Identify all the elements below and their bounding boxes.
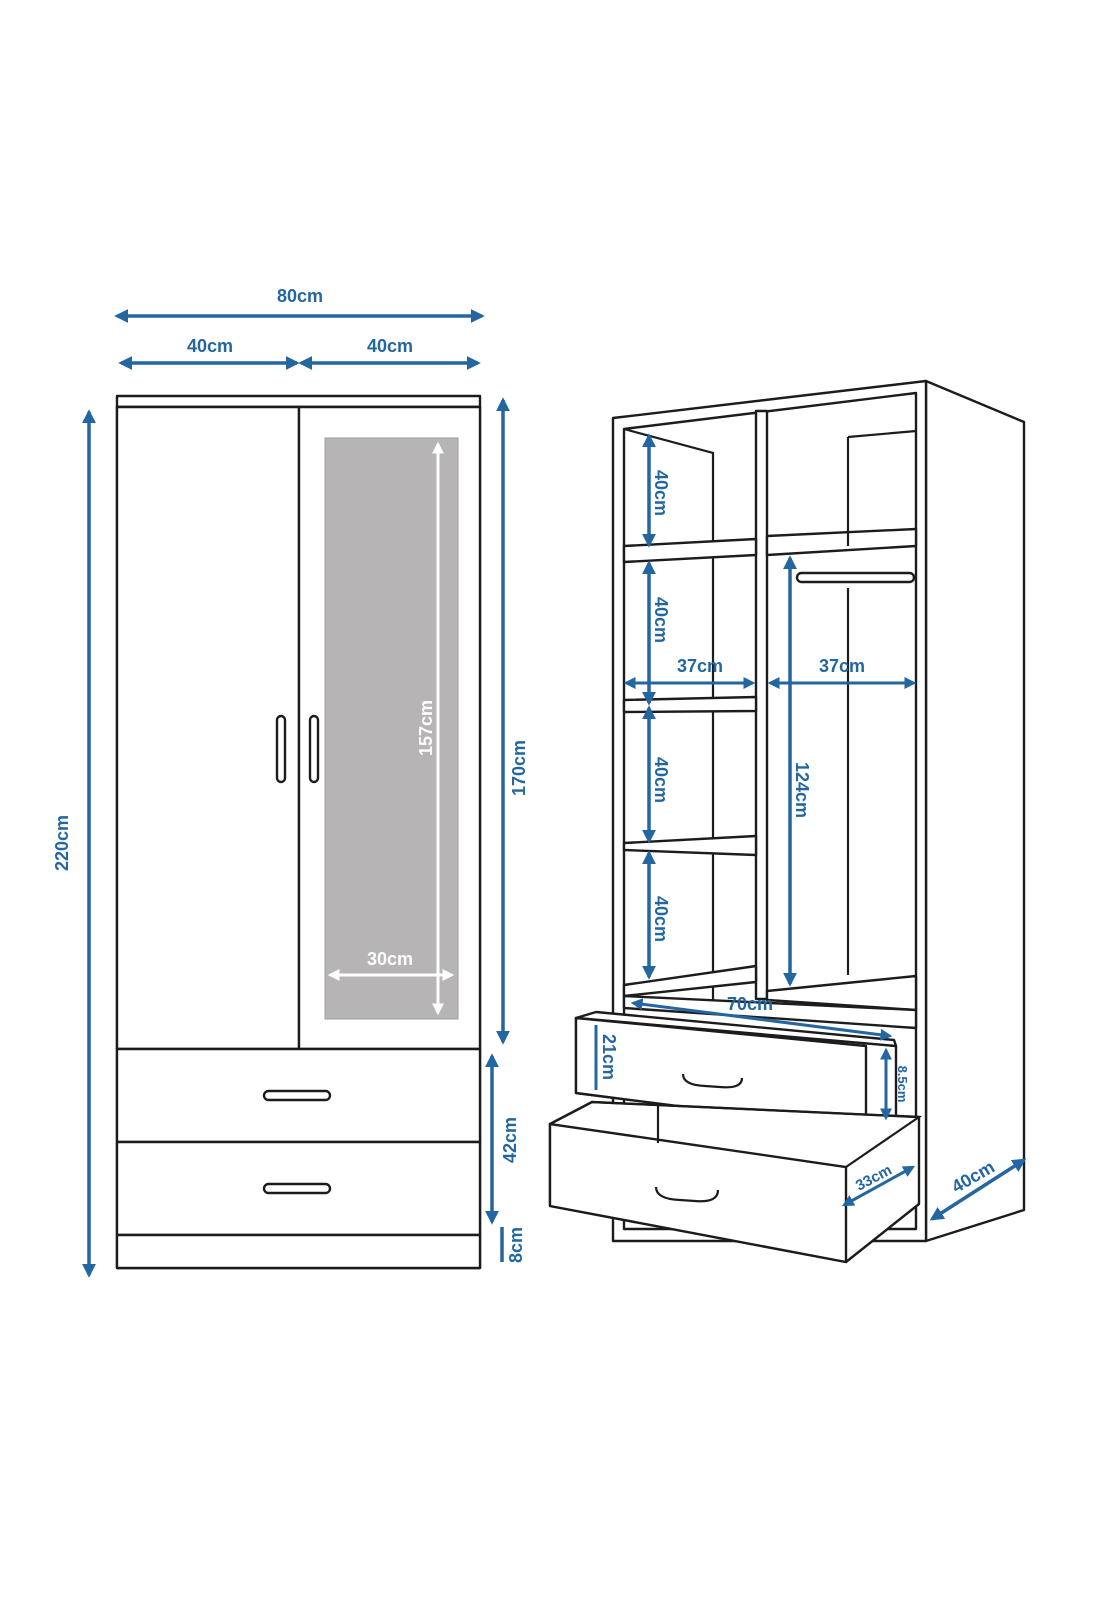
interior-view: 40cm 40cm 40cm 40cm 37cm 37cm 124cm 70cm…	[548, 379, 1027, 1264]
left-door-width-label: 40cm	[187, 336, 233, 356]
top-drawer-handle	[681, 1073, 744, 1089]
right-door-handle	[308, 714, 320, 784]
hanging-height-label: 124cm	[792, 762, 812, 818]
shelf-right-top	[765, 527, 918, 557]
plinth-height-label: 8cm	[506, 1227, 526, 1263]
drawer-handle-top	[262, 1089, 332, 1102]
drawer-inner-height-label: 8.5cm	[895, 1066, 910, 1103]
shelf-height-label-4: 40cm	[651, 896, 671, 942]
door-height-label: 170cm	[509, 740, 529, 796]
total-height-label: 220cm	[52, 815, 72, 871]
mirror-height-label: 157cm	[416, 700, 436, 756]
bottom-drawer-rim	[549, 1100, 923, 1168]
left-door	[115, 405, 301, 1051]
bottom-drawer-front	[548, 1122, 848, 1264]
hanging-section-width-label: 37cm	[819, 656, 865, 676]
shelf-3	[622, 834, 758, 857]
shelf-bottom-left	[622, 964, 758, 998]
side-panel	[924, 379, 1026, 1243]
plinth	[115, 1233, 482, 1270]
shelf-height-label-3: 40cm	[651, 757, 671, 803]
shelf-2	[622, 695, 758, 714]
drawer-width-arrow	[630, 998, 893, 1041]
total-width-label: 80cm	[277, 286, 323, 306]
mirror-width-label: 30cm	[367, 949, 413, 969]
bottom-drawer-handle	[654, 1186, 720, 1203]
center-divider	[754, 409, 769, 1001]
drawers-height-label: 42cm	[500, 1117, 520, 1163]
drawer-depth-arrow	[841, 1165, 916, 1207]
back-edge-right	[847, 429, 917, 439]
hanging-rail	[795, 571, 916, 584]
shelf-section-width-label: 37cm	[677, 656, 723, 676]
left-door-handle	[275, 714, 287, 784]
cabinet-depth-arrow	[929, 1158, 1027, 1221]
drawer-width-label: 70cm	[727, 994, 773, 1014]
right-door-width-label: 40cm	[367, 336, 413, 356]
shelf-height-label-2: 40cm	[651, 597, 671, 643]
shelf-1	[622, 537, 758, 564]
front-view: 157cm 30cm 80cm 40cm 40cm 220cm 170cm 42…	[52, 286, 529, 1278]
drawer-handle-bottom	[262, 1182, 332, 1195]
wardrobe-top	[115, 394, 482, 409]
shelf-height-label-1: 40cm	[651, 470, 671, 516]
drawer-height-label: 21cm	[599, 1034, 619, 1080]
